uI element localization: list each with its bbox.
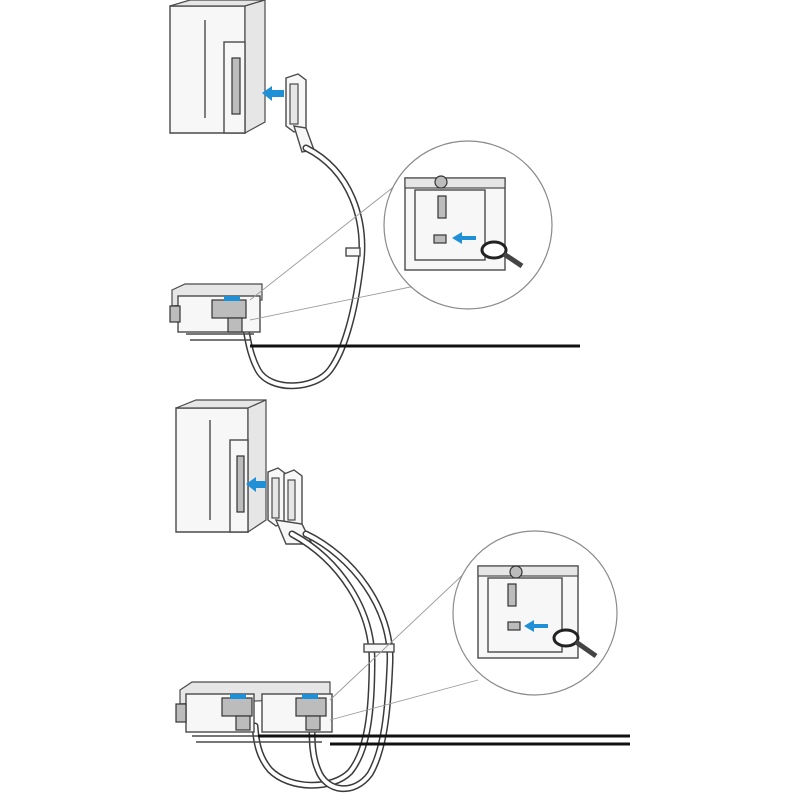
blue-arrow-icon [262,86,284,101]
server-chassis-icon [175,399,267,534]
terminal-block-icon [175,681,333,743]
magnifier-callout-icon [383,140,553,310]
connector-plug-icon [285,73,315,153]
panel-single-cable [169,0,580,390]
cable [242,144,366,390]
callout-lines [329,567,479,721]
ring-terminal-icon [480,240,524,269]
cable [251,530,395,793]
magnifier-callout-icon [452,530,618,696]
server-chassis-icon [169,0,266,135]
ring-terminal-icon [552,628,598,659]
callout-lines [249,169,421,321]
terminal-block-icon [169,283,263,341]
panel-dual-cable [175,399,630,793]
blue-arrow-icon [246,477,266,492]
